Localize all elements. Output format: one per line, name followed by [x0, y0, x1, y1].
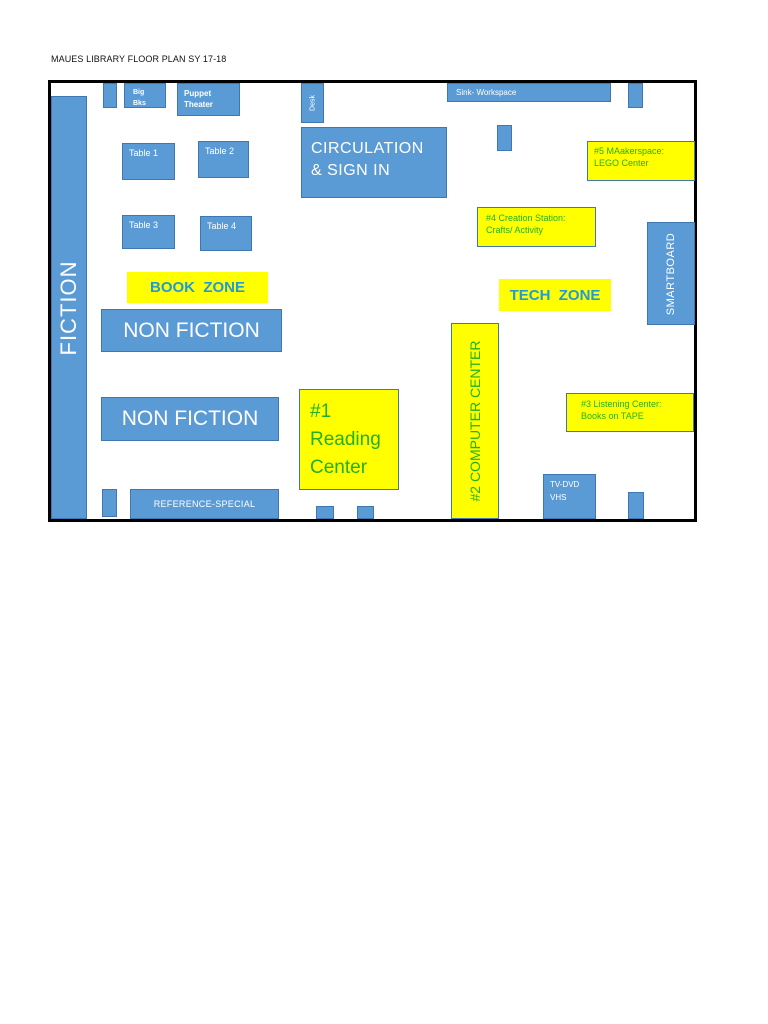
table-1: Table 1	[122, 143, 175, 180]
tech-zone-label-box: TECH ZONE	[499, 279, 611, 311]
listening-center-zone: #3 Listening Center: Books on TAPE	[566, 393, 694, 432]
non-fiction-2-label: NON FICTION	[121, 407, 259, 430]
shelf-top-small-1	[103, 83, 117, 108]
table-2: Table 2	[198, 141, 249, 178]
fiction-shelf: FICTION	[51, 96, 87, 519]
listening-center-label: #3 Listening Center: Books on TAPE	[581, 399, 662, 421]
puppet-theater-label: Puppet Theater	[184, 89, 213, 109]
table-4: Table 4	[200, 216, 252, 251]
book-zone-label: BOOK ZONE	[149, 279, 245, 296]
table-1-label: Table 1	[129, 148, 159, 158]
tv-dvd-label: TV-DVD VHS	[550, 480, 580, 502]
creation-station-label: #4 Creation Station: Crafts/ Activity	[486, 213, 566, 235]
puppet-theater: Puppet Theater	[177, 83, 240, 116]
small-cabinet	[497, 125, 512, 151]
smartboard: SMARTBOARD	[647, 222, 695, 325]
shelf-bottom-small-1	[102, 489, 117, 517]
makerspace-zone: #5 MAakerspace: LEGO Center	[587, 141, 695, 181]
circulation-desk: CIRCULATION & SIGN IN	[301, 127, 447, 198]
creation-station-zone: #4 Creation Station: Crafts/ Activity	[477, 207, 596, 247]
big-books-label: Big Bks	[133, 89, 146, 107]
tv-dvd-cart: TV-DVD VHS	[543, 474, 596, 519]
book-zone-label-box: BOOK ZONE	[127, 272, 268, 303]
table-3: Table 3	[122, 215, 175, 249]
shelf-bottom-small-3	[357, 506, 374, 519]
reference-special-shelf: REFERENCE-SPECIAL	[130, 489, 279, 519]
reading-center-zone: #1 Reading Center	[299, 389, 399, 490]
big-books-shelf: Big Bks	[124, 83, 166, 108]
non-fiction-shelf-2: NON FICTION	[101, 397, 279, 441]
table-2-label: Table 2	[205, 146, 235, 156]
computer-center-zone: #2 COMPUTER CENTER	[451, 323, 499, 519]
sink-workspace: Sink- Workspace	[447, 83, 611, 102]
non-fiction-1-label: NON FICTION	[123, 318, 260, 342]
library-floor: FICTION Big Bks Puppet Theater Desk Sink…	[48, 80, 697, 522]
desk-label: Desk	[309, 95, 316, 111]
floor-plan-title: MAUES LIBRARY FLOOR PLAN SY 17-18	[51, 54, 227, 64]
circulation-label: CIRCULATION & SIGN IN	[311, 140, 424, 179]
shelf-top-small-2	[628, 83, 643, 108]
fiction-label: FICTION	[56, 260, 81, 355]
non-fiction-shelf-1: NON FICTION	[101, 309, 282, 352]
makerspace-label: #5 MAakerspace: LEGO Center	[594, 146, 665, 168]
shelf-bottom-small-2	[316, 506, 334, 519]
table-4-label: Table 4	[207, 221, 237, 231]
table-3-label: Table 3	[129, 220, 159, 230]
sink-workspace-label: Sink- Workspace	[456, 88, 517, 97]
reading-center-label: #1 Reading Center	[310, 401, 381, 478]
reference-special-label: REFERENCE-SPECIAL	[153, 499, 256, 509]
shelf-bottom-small-4	[628, 492, 644, 519]
desk: Desk	[301, 83, 324, 123]
smartboard-label: SMARTBOARD	[665, 232, 677, 315]
computer-center-label: #2 COMPUTER CENTER	[467, 340, 483, 502]
tech-zone-label: TECH ZONE	[509, 286, 601, 304]
